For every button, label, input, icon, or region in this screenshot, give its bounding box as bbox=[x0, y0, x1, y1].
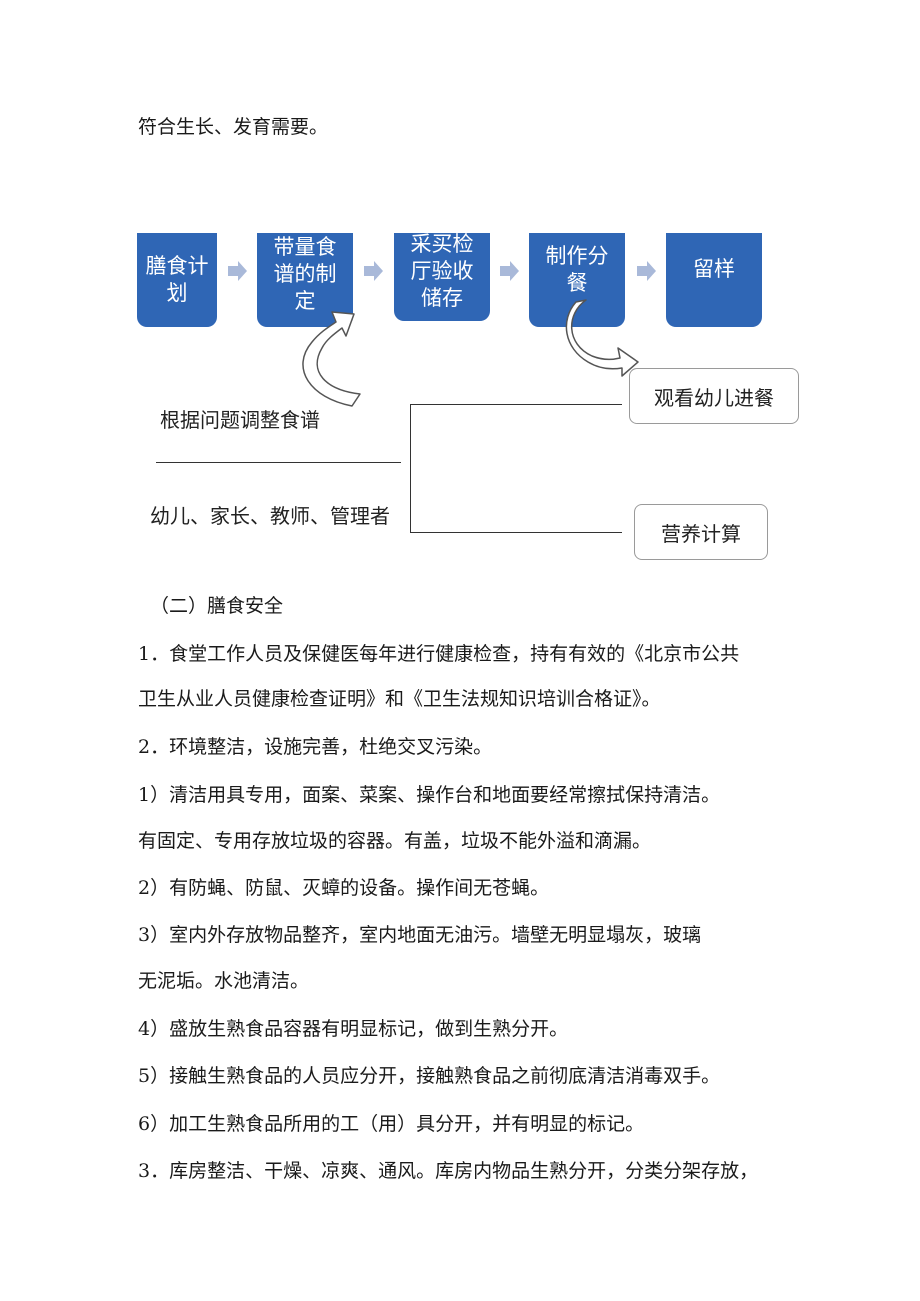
paragraph-line: 1．食堂工作人员及保健医每年进行健康检查，持有有效的《北京市公共 bbox=[138, 643, 740, 665]
feedback-label: 根据问题调整食谱 bbox=[160, 408, 320, 432]
curved-arrow-icon bbox=[302, 311, 361, 407]
curved-arrow-icon bbox=[565, 299, 639, 377]
paragraph-line: 3）室内外存放物品整齐，室内地面无油污。墙壁无明显塌灰，玻璃 bbox=[138, 924, 702, 946]
paragraph-line: 2．环境整洁，设施完善，杜绝交叉污染。 bbox=[138, 736, 493, 758]
observe-box: 观看幼儿进餐 bbox=[629, 368, 799, 424]
flow-step-label: 制作分 餐 bbox=[545, 244, 609, 295]
paragraph-line: 卫生从业人员健康检查证明》和《卫生法规知识培训合格证》。 bbox=[138, 688, 661, 710]
paragraph-line: 5）接触生熟食品的人员应分开，接触熟食品之前彻底清洁消毒双手。 bbox=[138, 1065, 721, 1087]
nutrition-label: 营养计算 bbox=[661, 521, 741, 546]
paragraph-line: 3．库房整洁、干燥、凉爽、通风。库房内物品生熟分开，分类分架存放， bbox=[138, 1160, 759, 1182]
flow-step-menu-making: 带量食 谱的制 定 bbox=[257, 233, 353, 327]
connector-line bbox=[410, 532, 622, 533]
paragraph-line: 无泥垢。水池清洁。 bbox=[138, 970, 310, 992]
flow-step-label: 留样 bbox=[693, 256, 735, 281]
nutrition-box: 营养计算 bbox=[634, 504, 768, 560]
paragraph-line: 6）加工生熟食品所用的工（用）具分开，并有明显的标记。 bbox=[138, 1113, 645, 1135]
flow-step-label: 采买检 厅验收 储存 bbox=[410, 231, 474, 310]
flow-step-label: 带量食 谱的制 定 bbox=[273, 234, 337, 313]
flow-step-label: 膳食计 划 bbox=[145, 254, 209, 305]
connector-line bbox=[410, 404, 411, 532]
chevron-right-icon bbox=[637, 261, 656, 281]
chevron-right-icon bbox=[500, 261, 519, 281]
chevron-right-icon bbox=[364, 261, 383, 281]
paragraph-line: 1）清洁用具专用，面案、菜案、操作台和地面要经常擦拭保持清洁。 bbox=[138, 784, 721, 806]
observe-label: 观看幼儿进餐 bbox=[654, 385, 774, 410]
flow-step-sample-retention: 留样 bbox=[666, 233, 762, 327]
paragraph-line: 2）有防蝇、防鼠、灭蟑的设备。操作间无苍蝇。 bbox=[138, 877, 550, 899]
paragraph-line: 有固定、专用存放垃圾的容器。有盖，垃圾不能外溢和滴漏。 bbox=[138, 830, 652, 852]
chevron-right-icon bbox=[228, 261, 247, 281]
flow-step-cooking-serving: 制作分 餐 bbox=[529, 233, 625, 327]
section-heading: （二）膳食安全 bbox=[150, 595, 284, 617]
participants-label: 幼儿、家长、教师、管理者 bbox=[150, 500, 390, 529]
flow-step-purchase-storage: 采买检 厅验收 储存 bbox=[394, 231, 490, 321]
connector-line bbox=[156, 462, 401, 463]
flow-step-meal-plan: 膳食计 划 bbox=[137, 233, 217, 327]
intro-line: 符合生长、发育需要。 bbox=[138, 116, 329, 138]
connector-line bbox=[410, 404, 622, 405]
paragraph-line: 4）盛放生熟食品容器有明显标记，做到生熟分开。 bbox=[138, 1018, 569, 1040]
